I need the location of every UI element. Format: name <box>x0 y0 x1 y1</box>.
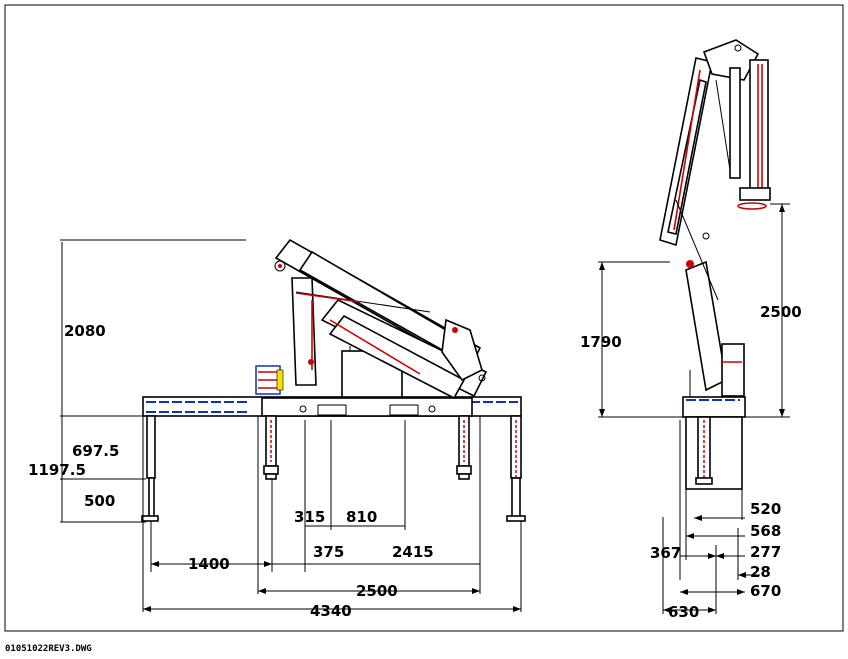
base-pin-right <box>428 405 436 413</box>
dim-2415: 2415 <box>392 543 434 561</box>
boom-head <box>441 318 483 382</box>
stabilizer-leg-inner-right <box>456 415 472 480</box>
base-slot-left <box>317 404 347 416</box>
dim-367: 367 <box>650 544 681 562</box>
side-boom-cylinder <box>675 199 719 301</box>
dim-630: 630 <box>668 603 699 621</box>
side-view: 1790 2500 520 568 367 277 28 670 <box>580 39 802 621</box>
dim-277: 277 <box>750 543 781 561</box>
base-pin-left <box>299 405 307 413</box>
dim-2500-reach: 2500 <box>760 303 802 321</box>
side-jib-inner <box>729 67 741 179</box>
main-boom-pivot <box>274 260 286 272</box>
crane-column <box>291 277 317 386</box>
dim-28: 28 <box>750 563 771 581</box>
side-column-block <box>721 343 745 397</box>
dim-810: 810 <box>346 508 377 526</box>
crane-base <box>261 397 473 417</box>
stabilizer-leg-inner-left <box>263 415 279 480</box>
dim-2080: 2080 <box>64 322 106 340</box>
stabilizer-leg-outer-right <box>506 415 526 522</box>
dim-4340: 4340 <box>310 602 352 620</box>
drawing-filename: 01051022REV3.DWG <box>5 644 92 654</box>
side-column <box>685 260 727 392</box>
stabilizer-leg-outer-left <box>141 415 159 522</box>
side-jib <box>749 59 769 197</box>
drawing-border <box>4 4 844 632</box>
side-hook-block <box>739 187 771 201</box>
dim-697-5: 697.5 <box>72 442 119 460</box>
side-leg-housing <box>685 416 743 490</box>
dim-1790: 1790 <box>580 333 622 351</box>
secondary-boom-inner <box>328 314 466 400</box>
dim-500: 500 <box>84 492 115 510</box>
dim-1197-5: 1197.5 <box>28 461 86 479</box>
dim-670: 670 <box>750 582 781 600</box>
dim-375: 375 <box>313 543 344 561</box>
front-view: 2080 697.5 1197.5 500 315 810 1400 375 2… <box>28 238 526 620</box>
base-slot-right <box>389 404 419 416</box>
dim-520: 520 <box>750 500 781 518</box>
dim-568: 568 <box>750 522 781 540</box>
dim-2500-width: 2500 <box>356 582 398 600</box>
dim-1400: 1400 <box>188 555 230 573</box>
dim-315: 315 <box>294 508 325 526</box>
